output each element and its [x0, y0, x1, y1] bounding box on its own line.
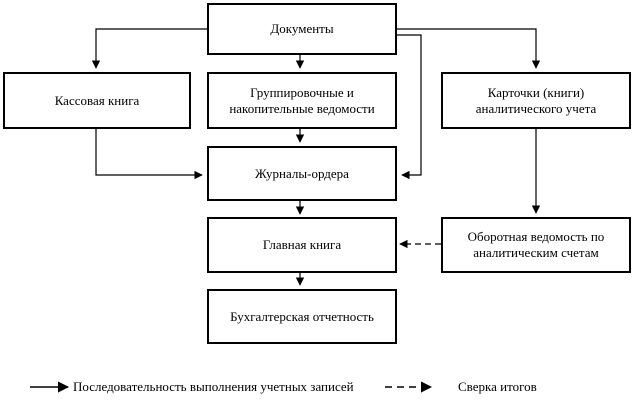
box-journals-orders: Журналы-ордера: [207, 146, 397, 201]
box-general-ledger-label: Главная книга: [262, 237, 342, 252]
arrow-documents-to-cards: [396, 28, 541, 69]
box-documents: Документы: [207, 3, 397, 55]
legend-dashed-label: Сверка итогов: [458, 379, 537, 394]
legend-solid-label: Последовательность выполнения учетных за…: [73, 379, 354, 394]
box-financial-reporting: Бухгалтерская отчетность: [207, 289, 397, 344]
box-financial-reporting-label: Бухгалтерская отчетность: [230, 308, 374, 324]
box-general-ledger: Главная книга: [207, 217, 397, 273]
box-grouping-statements: Группировочные и накопительные ведомости: [207, 72, 397, 129]
box-cash-book-label: Кассовая книга: [54, 92, 140, 108]
box-journals-orders-label: Журналы-ордера: [255, 165, 349, 181]
box-documents-label: Документы: [270, 21, 334, 36]
box-turnover-statement: Оборотная ведомость по аналитическим сче…: [441, 217, 631, 273]
box-grouping-statements-label: Группировочные и накопительные ведомости: [229, 84, 375, 116]
box-turnover-statement-label: Оборотная ведомость по аналитическим сче…: [467, 229, 605, 260]
box-analytical-cards: Карточки (книги) аналитического учета: [441, 72, 631, 129]
arrow-cash-book-to-journals: [95, 128, 203, 180]
arrow-documents-to-cash-book: [91, 28, 207, 69]
box-analytical-cards-label: Карточки (книги) аналитического учета: [475, 84, 597, 116]
arrow-documents-to-journals: [396, 34, 422, 180]
box-cash-book: Кассовая книга: [3, 72, 191, 129]
